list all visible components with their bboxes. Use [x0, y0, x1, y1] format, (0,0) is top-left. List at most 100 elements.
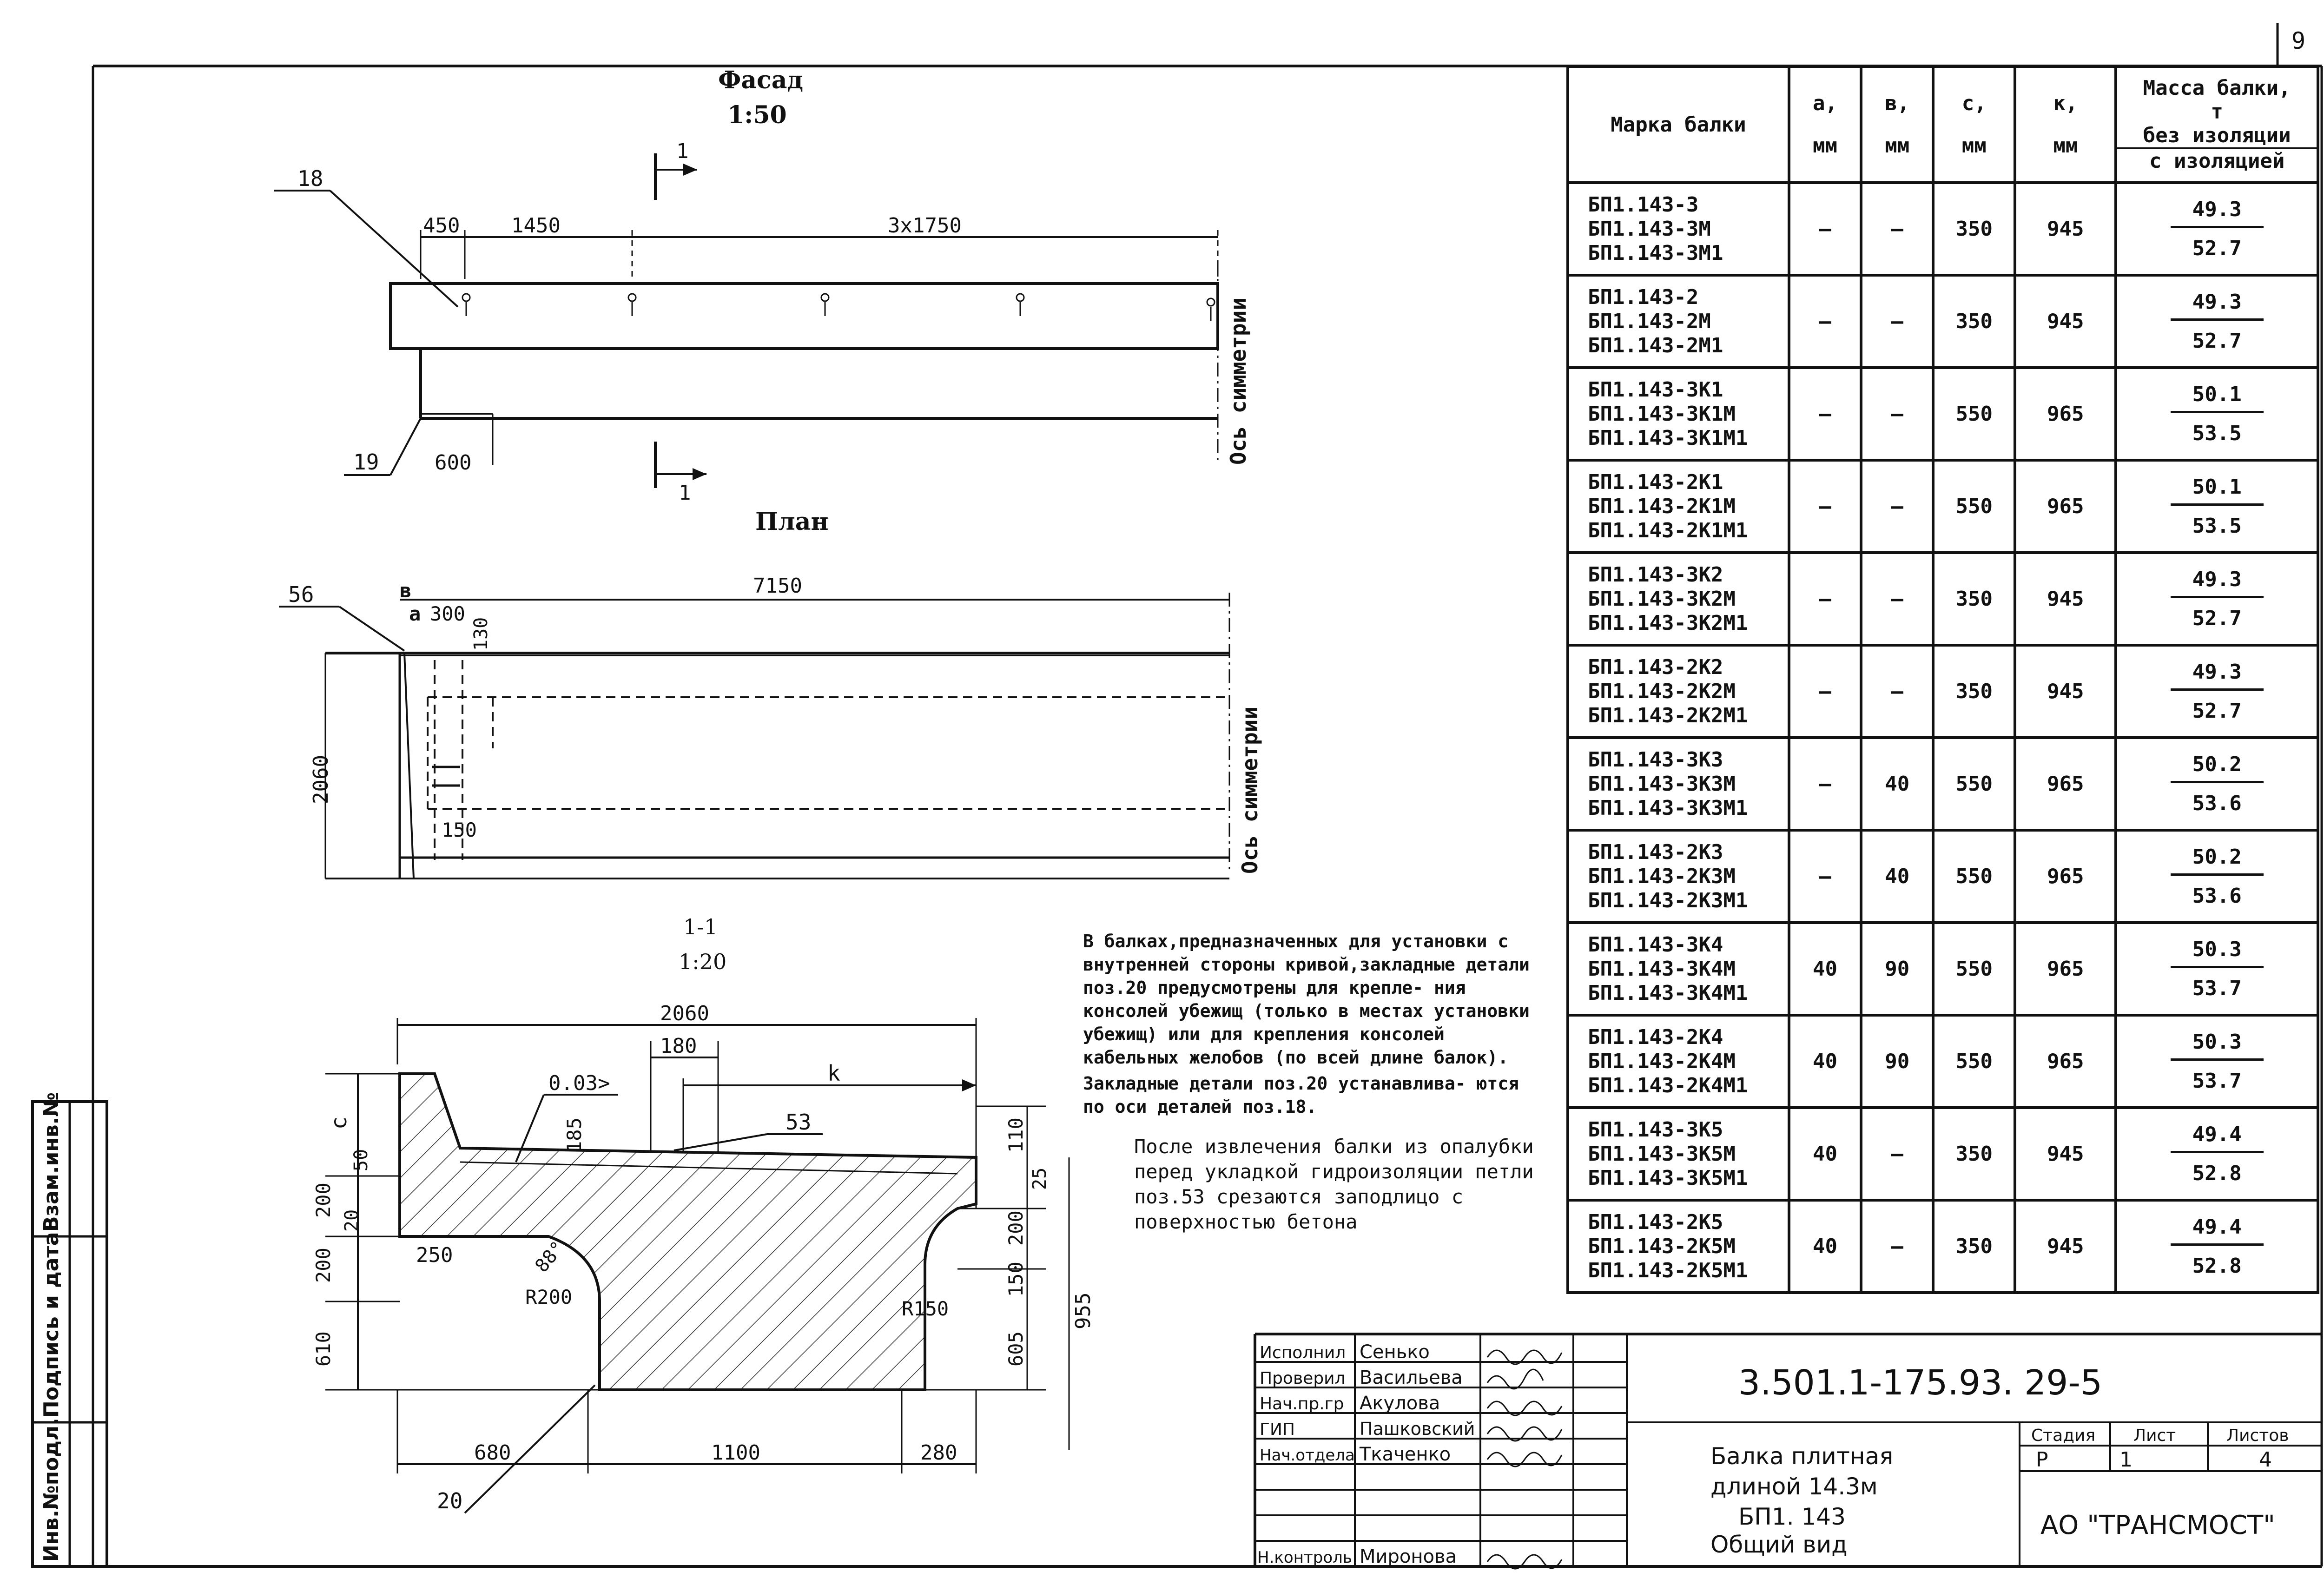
beam-mark: БП1.143-2К4М1	[1588, 1073, 1748, 1097]
plan-title: План	[755, 508, 829, 536]
cell-b: 90	[1860, 921, 1935, 1017]
mass-with-insulation: 53.7	[2192, 1069, 2242, 1093]
mass-with-insulation: 52.8	[2192, 1162, 2242, 1185]
beam-mark: БП1.143-2К4М	[1588, 1049, 1736, 1073]
facade-view: Фасад 1:50 1 18 450 1450 3x1750	[274, 66, 1251, 505]
cell-c: 550	[1932, 921, 2017, 1017]
cell-k: 945	[2014, 644, 2118, 739]
tb-org: АО "ТРАНСМОСТ"	[2040, 1510, 2275, 1540]
mass-with-insulation: 52.8	[2192, 1254, 2242, 1278]
beam-mark: БП1.143-2К3М1	[1588, 888, 1748, 912]
th-mark: Марка балки	[1566, 65, 1790, 184]
tb-role-2: Нач.пр.гр	[1260, 1394, 1344, 1414]
beam-mark: БП1.143-3К3М1	[1588, 796, 1748, 820]
cell-mass: 49.4 52.8	[2114, 1199, 2319, 1294]
tb-name-1: Васильева	[1360, 1367, 1463, 1388]
tb-name-0: Сенько	[1360, 1341, 1430, 1363]
sec-dim-180: 180	[660, 1034, 697, 1058]
plan-dim-300: 300	[430, 602, 465, 625]
beam-mark: БП1.143-3К5М1	[1588, 1166, 1748, 1190]
tb-stage-h: Стадия	[2031, 1426, 2095, 1445]
beam-mark: БП1.143-2К1М	[1588, 494, 1736, 518]
mass-without-insulation: 50.2	[2170, 845, 2264, 876]
cell-a: —	[1787, 829, 1863, 924]
sec-dim-250: 250	[416, 1243, 453, 1267]
sec-dim-185: 185	[563, 1117, 586, 1153]
tb-desc-1: Балка плитная	[1710, 1443, 1893, 1470]
tb-desc-2: длиной 14.3м	[1710, 1473, 1878, 1500]
mass-without-insulation: 49.4	[2170, 1215, 2264, 1246]
cell-c: 350	[1932, 274, 2017, 369]
sheet-frame	[33, 23, 2323, 1568]
sec-dim-20: 20	[341, 1209, 363, 1232]
cell-b: 40	[1860, 829, 1935, 924]
plan-dim-2060: 2060	[309, 755, 333, 804]
mass-with-insulation: 52.7	[2192, 699, 2242, 723]
cell-b: 90	[1860, 1014, 1935, 1109]
cell-k: 945	[2014, 274, 2118, 369]
sec-dim-680: 680	[474, 1441, 511, 1465]
mass-without-insulation: 49.3	[2170, 198, 2264, 228]
cell-k: 945	[2014, 1199, 2118, 1294]
sec-dim-1100: 1100	[711, 1441, 760, 1465]
sec-dim-610: 610	[312, 1331, 335, 1367]
cell-b: —	[1860, 1106, 1935, 1202]
cell-c: 550	[1932, 1014, 2017, 1109]
mass-without-insulation: 49.3	[2170, 568, 2264, 598]
sec-dim-2060: 2060	[660, 1002, 709, 1025]
beam-mark: БП1.143-3М1	[1588, 241, 1723, 265]
beam-mark: БП1.143-3	[1588, 192, 1699, 217]
cell-k: 945	[2014, 181, 2118, 277]
cell-a: —	[1787, 181, 1863, 277]
page-number: 9	[2291, 27, 2305, 54]
sec-dim-r200: R200	[525, 1286, 572, 1308]
tb-sheet-h: Лист	[2133, 1426, 2176, 1445]
callout-56: 56	[288, 582, 314, 607]
notes-block: В балках,предназначенных для установки с…	[1083, 930, 1548, 1118]
cell-b: —	[1860, 274, 1935, 369]
cell-k: 945	[2014, 551, 2118, 647]
dim-600: 600	[435, 451, 471, 475]
beam-mark: БП1.143-2К1М1	[1588, 518, 1748, 542]
tb-desc-4: Общий вид	[1710, 1531, 1848, 1558]
mass-with-insulation: 53.7	[2192, 977, 2242, 1000]
beam-mark: БП1.143-3К3М	[1588, 772, 1736, 796]
sec-dim-110: 110	[1004, 1117, 1027, 1153]
sec-dim-200a: 200	[312, 1182, 335, 1218]
sec-dim-r150: R150	[902, 1297, 949, 1320]
cell-a: —	[1787, 274, 1863, 369]
beam-mark: БП1.143-2М1	[1588, 333, 1723, 357]
cell-c: 350	[1932, 644, 2017, 739]
cell-a: —	[1787, 366, 1863, 462]
cell-a: 40	[1787, 1106, 1863, 1202]
tb-code: 3.501.1-175.93. 29-5	[1738, 1363, 2102, 1403]
facade-axis-label: Ось симметрии	[1226, 297, 1251, 465]
tb-name-2: Акулова	[1360, 1393, 1440, 1414]
cell-k: 965	[2014, 736, 2118, 832]
sec-dim-50: 50	[350, 1149, 372, 1171]
beam-mark: БП1.143-3К5	[1588, 1117, 1723, 1142]
sec-dim-25: 25	[1029, 1168, 1050, 1190]
side-stamp-inv: Инв.№подл.	[40, 1418, 63, 1562]
plan-dim-130: 130	[470, 617, 492, 651]
side-stamp-sign: Подпись и дата	[40, 1232, 63, 1418]
cell-a: 40	[1787, 1199, 1863, 1294]
tb-role-0: Исполнил	[1260, 1343, 1346, 1362]
facade-title: Фасад	[718, 66, 803, 94]
title-block: Исполнил Сенько Проверил Васильева Нач.п…	[1255, 1334, 2322, 1570]
beam-spec-table: Марка балки а,мм в,мм с,мм к,мм Масса ба…	[1566, 65, 2319, 1294]
